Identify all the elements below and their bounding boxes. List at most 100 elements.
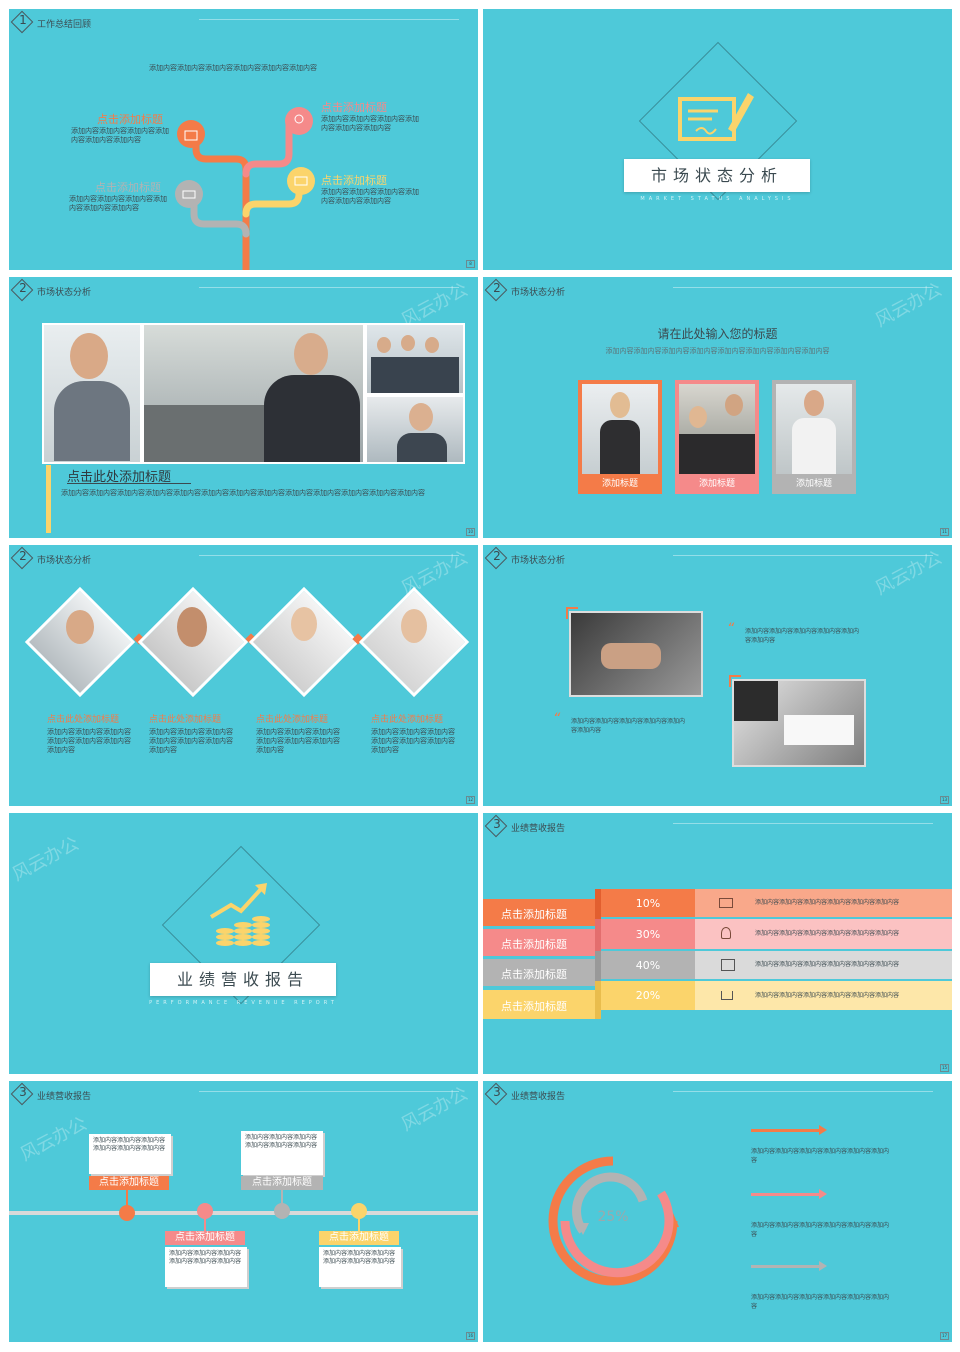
quote-icon: “ <box>727 621 735 637</box>
row-label: 点击添加标题 <box>501 1000 567 1013</box>
content-title: 点击此处添加标题 <box>67 470 172 485</box>
row-label: 点击添加标题 <box>501 908 567 921</box>
divider <box>199 287 459 288</box>
section-number: 2 <box>19 549 27 563</box>
item-body: 添加内容添加内容添加内容添加内容添加内容添加内容 <box>321 188 419 205</box>
card-orange[interactable]: 添加标题 <box>578 380 662 494</box>
note-title: 点击添加标题 <box>89 1176 169 1190</box>
row-body: 添加内容添加内容添加内容添加内容添加内容添加内容 <box>755 961 900 968</box>
row-label-box: 点击添加标题 <box>483 959 595 986</box>
divider <box>673 555 933 556</box>
content-body: 添加内容添加内容添加内容添加内容添加内容添加内容添加内容添加内容添加内容添加内容… <box>61 489 425 497</box>
section-title: 市场状态分析 <box>511 288 566 298</box>
photo-businessman <box>42 323 142 464</box>
page-subtitle: 添加内容添加内容添加内容添加内容添加内容添加内容添加内容添加内容 <box>605 347 830 355</box>
row-percent: 30% <box>635 928 661 941</box>
watermark: 风云办公 <box>397 1083 472 1136</box>
slide-market-diamonds[interactable]: 2 市场状态分析 风云办公 点击此处添加标题 添加内容添加内容添加内容添加内容添… <box>9 545 478 806</box>
corner-accent <box>566 607 578 619</box>
face <box>177 607 207 647</box>
timeline-node[interactable] <box>197 1203 213 1219</box>
row-label: 点击添加标题 <box>501 938 567 951</box>
row-body-box: 添加内容添加内容添加内容添加内容添加内容添加内容 <box>695 889 952 917</box>
section-title: 业绩营收报告 <box>37 1092 92 1102</box>
page-number: 12 <box>466 796 475 804</box>
ring-diagram <box>548 1156 679 1286</box>
money-icon <box>719 898 733 908</box>
section-title: 市场状态分析 <box>37 556 92 566</box>
folder-icon <box>721 959 735 971</box>
row-percent: 20% <box>635 989 661 1002</box>
corner-accent <box>729 675 741 687</box>
row-body: 添加内容添加内容添加内容添加内容添加内容添加内容 <box>755 899 900 906</box>
stem <box>281 1190 283 1210</box>
row-percent-box: 20% <box>601 981 695 1010</box>
slide-section-market[interactable]: 市场状态分析 MARKET STATUS ANALYSIS <box>483 9 952 270</box>
note-title: 点击添加标题 <box>165 1231 245 1245</box>
slide-revenue-rings[interactable]: 3 业绩营收报告 25% 添加内容添加内容添加内容添加内容添加内容添加内容 添加… <box>483 1081 952 1342</box>
face <box>291 607 317 641</box>
slide-section-revenue[interactable]: 风云办公 业绩营收报告 PERFORMANCE REVENUE REPORT <box>9 813 478 1074</box>
photo-woman <box>365 395 465 464</box>
page-number: 16 <box>466 1332 475 1340</box>
section-number: 2 <box>19 281 27 295</box>
note-body: 添加内容添加内容添加内容添加内容添加内容添加内容 <box>93 1137 166 1152</box>
note-body: 添加内容添加内容添加内容添加内容添加内容添加内容 <box>245 1134 318 1149</box>
section-title: 业绩营收报告 <box>150 963 336 996</box>
growth-coins-icon <box>209 883 270 946</box>
row-percent-box: 40% <box>601 951 695 979</box>
item-body: 添加内容添加内容添加内容添加内容添加内容添加内容 <box>71 127 169 144</box>
timeline-node[interactable] <box>119 1205 135 1221</box>
arrow-line-pink <box>751 1193 821 1196</box>
note-title: 点击添加标题 <box>319 1231 399 1245</box>
item-body: 添加内容添加内容添加内容添加内容添加内容添加内容 <box>69 195 167 212</box>
note-card: 添加内容添加内容添加内容添加内容添加内容添加内容 <box>319 1247 401 1287</box>
photo-team <box>365 323 465 395</box>
arrow-text: 添加内容添加内容添加内容添加内容添加内容添加内容 <box>751 1294 890 1310</box>
slide-market-cards[interactable]: 2 市场状态分析 风云办公 请在此处输入您的标题 添加内容添加内容添加内容添加内… <box>483 277 952 538</box>
item-body: 添加内容添加内容添加内容添加内容添加内容添加内容添加内容 <box>47 728 131 754</box>
item-title: 点击添加标题 <box>97 113 163 126</box>
slide-revenue-bars[interactable]: 3 业绩营收报告 点击添加标题 10% 添加内容添加内容添加内容添加内容添加内容… <box>483 813 952 1074</box>
photo-meeting <box>142 323 365 464</box>
row-label-box: 点击添加标题 <box>483 899 595 926</box>
timeline-node[interactable] <box>351 1203 367 1219</box>
card-gray[interactable]: 添加标题 <box>772 380 856 494</box>
note-card: 添加内容添加内容添加内容添加内容添加内容添加内容 <box>165 1247 247 1287</box>
photo-handshake <box>569 611 703 697</box>
note-body: 添加内容添加内容添加内容添加内容添加内容添加内容 <box>169 1250 242 1265</box>
page-title: 请在此处输入您的标题 <box>657 327 778 341</box>
timeline-axis <box>9 1211 478 1215</box>
watermark: 风云办公 <box>871 547 946 600</box>
page-number: 11 <box>940 528 949 536</box>
row-body-box: 添加内容添加内容添加内容添加内容添加内容添加内容 <box>695 951 952 979</box>
stem <box>126 1190 128 1210</box>
stem <box>204 1217 206 1233</box>
slide-revenue-timeline[interactable]: 3 业绩营收报告 风云办公 风云办公 添加内容添加内容添加内容添加内容添加内容添… <box>9 1081 478 1342</box>
arrow-text: 添加内容添加内容添加内容添加内容添加内容添加内容 <box>751 1222 890 1238</box>
divider <box>199 19 459 20</box>
section-subtitle: PERFORMANCE REVENUE REPORT <box>149 1000 338 1006</box>
divider <box>199 555 459 556</box>
item-title: 点击添加标题 <box>95 181 161 194</box>
section-title: 业绩营收报告 <box>511 824 566 834</box>
slide-market-photos[interactable]: 2 市场状态分析 风云办公 点击此处添加标题 添加内容添加内容添加内容添加内容添… <box>9 277 478 538</box>
row-fold <box>595 919 601 956</box>
item-title: 点击此处添加标题 <box>47 715 120 725</box>
center-value: 25% <box>597 1209 629 1225</box>
slide-market-quotes[interactable]: 2 市场状态分析 风云办公 “ 添加内容添加内容添加内容添加内容添加内容添加内容… <box>483 545 952 806</box>
photo-writing <box>732 679 866 767</box>
row-label-box: 点击添加标题 <box>483 929 595 956</box>
quote-text: 添加内容添加内容添加内容添加内容添加内容添加内容 <box>571 718 686 734</box>
divider <box>673 823 933 824</box>
timeline-node[interactable] <box>274 1203 290 1219</box>
arrow-head-icon <box>819 1125 827 1135</box>
arrow-line-gray <box>751 1265 821 1268</box>
card-pink[interactable]: 添加标题 <box>675 380 759 494</box>
note-title: 点击添加标题 <box>241 1176 323 1190</box>
card-label: 添加标题 <box>795 479 832 489</box>
note-body: 添加内容添加内容添加内容添加内容添加内容添加内容 <box>323 1250 396 1265</box>
section-subtitle: MARKET STATUS ANALYSIS <box>640 196 795 202</box>
row-body-box: 添加内容添加内容添加内容添加内容添加内容添加内容 <box>695 919 952 949</box>
slide-work-summary[interactable]: 1 工作总结回顾 添加内容添加内容添加内容添加内容添加内容添加内容 点击添加标题… <box>9 9 478 270</box>
